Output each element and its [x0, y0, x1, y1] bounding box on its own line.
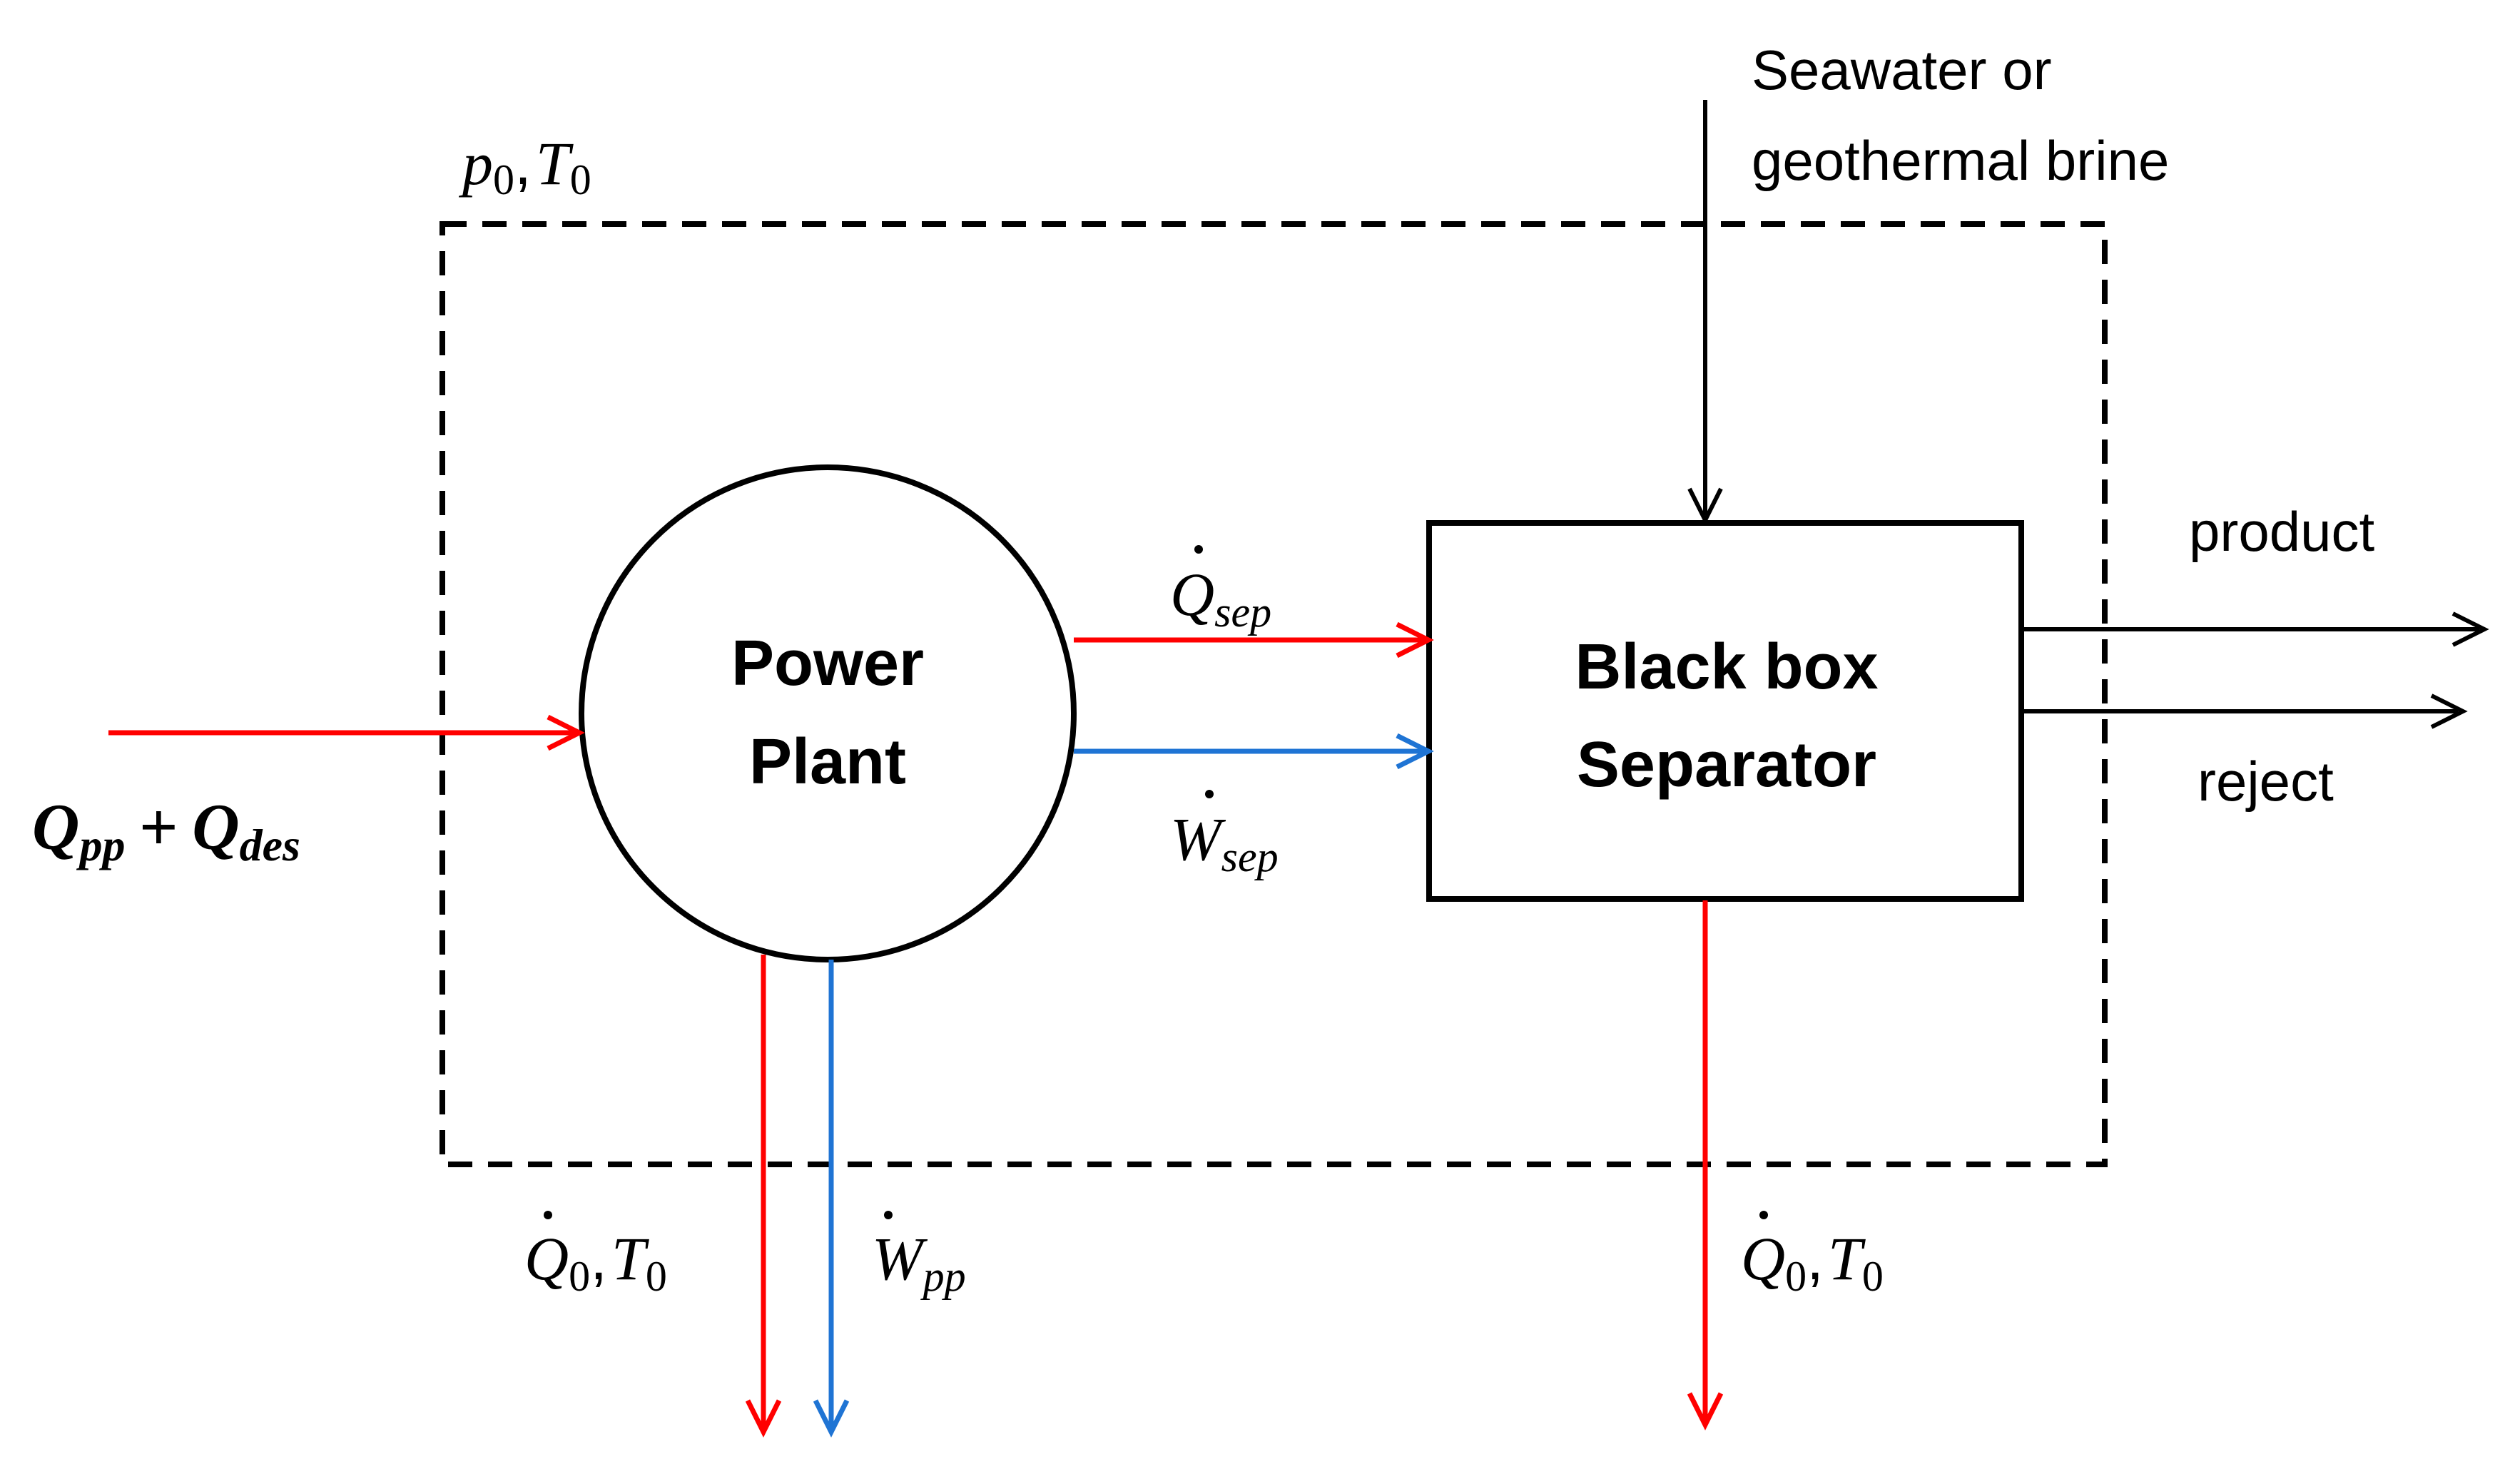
svg-text:Wpp: Wpp [872, 1224, 966, 1300]
power-plant-node [579, 464, 1077, 962]
feed-arrow [1687, 100, 1723, 525]
product-arrow [2021, 611, 2489, 647]
power-plant-label-line2: Plant [749, 726, 906, 798]
separator-label-line2: Separator [1577, 729, 1876, 801]
product-label: product [2189, 500, 2374, 563]
svg-text:Qsep: Qsep [1170, 560, 1271, 636]
feed-label-line2: geothermal brine [1752, 129, 2169, 192]
q0-pp-arrow [745, 955, 782, 1438]
dot-accent [884, 1211, 893, 1219]
input-heat-arrow [108, 714, 585, 751]
w-pp-label: Wpp [872, 1211, 966, 1300]
w-sep-label: Wsep [1170, 790, 1279, 880]
q-sep-arrow [1074, 621, 1434, 659]
feed-label-line1: Seawater or [1752, 39, 2052, 101]
environment-label: p0,T0 [458, 129, 591, 203]
q0-pp-label: Q0,T0 [524, 1211, 667, 1300]
control-volume-boundary [439, 221, 2108, 1167]
dot-accent [1759, 1211, 1768, 1219]
input-heat-label: Qpp+Qdes [32, 791, 300, 870]
dot-accent [1194, 545, 1203, 554]
svg-text:Q0,T0: Q0,T0 [1741, 1224, 1884, 1300]
dot-accent [1205, 790, 1214, 798]
dot-accent [544, 1211, 552, 1219]
q0-sep-arrow [1687, 900, 1724, 1430]
q-sep-label: Qsep [1170, 545, 1271, 636]
separator-block [1426, 520, 2024, 902]
svg-text:Wsep: Wsep [1170, 805, 1279, 880]
power-plant-label-line1: Power [731, 628, 924, 699]
reject-label: reject [2197, 750, 2334, 813]
w-sep-arrow [1074, 733, 1434, 770]
q0-sep-label: Q0,T0 [1741, 1211, 1884, 1300]
separator-label-line1: Black box [1575, 631, 1878, 703]
reject-arrow [2021, 693, 2468, 729]
svg-text:Q0,T0: Q0,T0 [524, 1224, 667, 1300]
w-pp-arrow [813, 960, 850, 1438]
